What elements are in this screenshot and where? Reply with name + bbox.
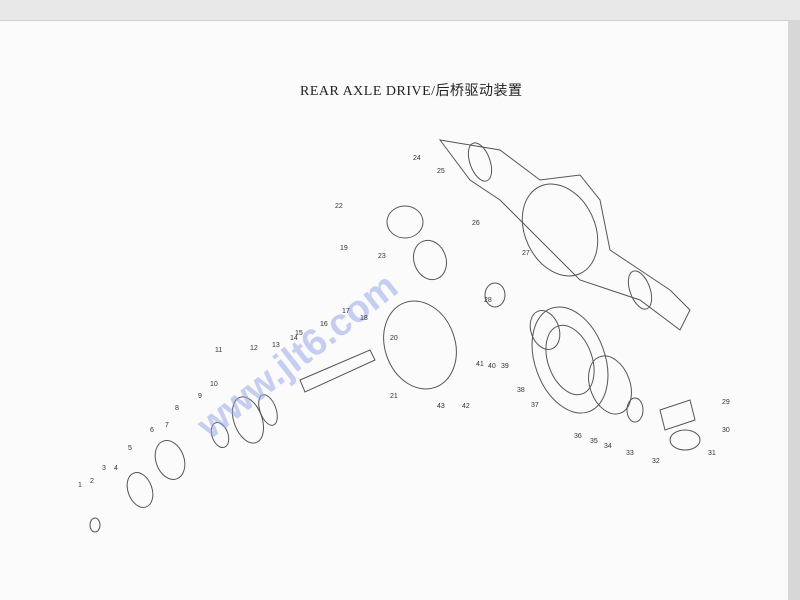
scan-right-edge [788,20,800,600]
differential-case [588,355,632,415]
callout-label-17: 17 [342,308,350,315]
right-spindle-end [627,270,653,310]
callout-label-13: 13 [272,342,280,349]
callout-label-37: 37 [531,402,539,409]
callout-label-5: 5 [128,445,132,452]
left-spindle-end [467,142,493,182]
callout-label-38: 38 [517,387,525,394]
callout-label-7: 7 [165,422,169,429]
callout-label-24: 24 [413,155,421,162]
callout-label-18: 18 [360,315,368,322]
callout-label-1: 1 [78,482,82,489]
callout-label-34: 34 [604,443,612,450]
callout-label-12: 12 [250,345,258,352]
callout-label-27: 27 [522,250,530,257]
callout-label-8: 8 [175,405,179,412]
callout-label-23: 23 [378,253,386,260]
callout-label-11: 11 [215,347,222,354]
callout-label-42: 42 [462,403,470,410]
callout-label-15: 15 [295,330,303,337]
callout-label-22: 22 [335,203,343,210]
axle-housing [438,139,691,331]
callout-label-26: 26 [472,220,480,227]
callout-label-19: 19 [340,245,348,252]
carrier-housing [383,300,457,390]
callout-label-21: 21 [390,393,398,400]
bearing-33 [626,397,644,423]
callout-label-16: 16 [320,321,328,328]
seal-10 [210,421,230,449]
callout-label-29: 29 [722,399,730,406]
crown-wheel-inner [545,324,595,396]
housing-bowl [521,183,599,277]
callout-label-25: 25 [437,168,445,175]
differential-gear [529,310,561,350]
page-title: REAR AXLE DRIVE/后桥驱动装置 [300,84,523,99]
callout-label-32: 32 [652,458,660,465]
callout-label-36: 36 [574,433,582,440]
callout-label-10: 10 [210,381,218,388]
callout-label-30: 30 [722,427,730,434]
pinion-bearing [484,282,506,308]
nut-1 [89,517,101,533]
callout-label-28: 28 [484,297,492,304]
callout-label-39: 39 [501,363,509,370]
callout-label-43: 43 [437,403,445,410]
callout-label-40: 40 [488,363,496,370]
callout-label-3: 3 [102,465,106,472]
callout-label-31: 31 [708,450,716,457]
scan-top-band [0,0,800,21]
yoke-6 [126,472,154,508]
callout-label-6: 6 [150,427,154,434]
callout-label-2: 2 [90,478,94,485]
callout-label-35: 35 [590,438,598,445]
bracket-29 [659,399,696,431]
callout-label-20: 20 [390,335,398,342]
callout-label-4: 4 [114,465,118,472]
pinion-shaft [299,349,376,393]
callout-label-9: 9 [198,393,202,400]
bearing-cage [412,239,448,281]
callout-label-14: 14 [290,335,298,342]
bearing-cup [386,205,424,239]
flange-12 [258,394,278,426]
washer-8 [154,440,186,480]
crown-wheel [531,306,609,414]
clamp-31 [669,429,701,451]
callout-label-33: 33 [626,450,634,457]
callout-label-41: 41 [476,361,484,368]
